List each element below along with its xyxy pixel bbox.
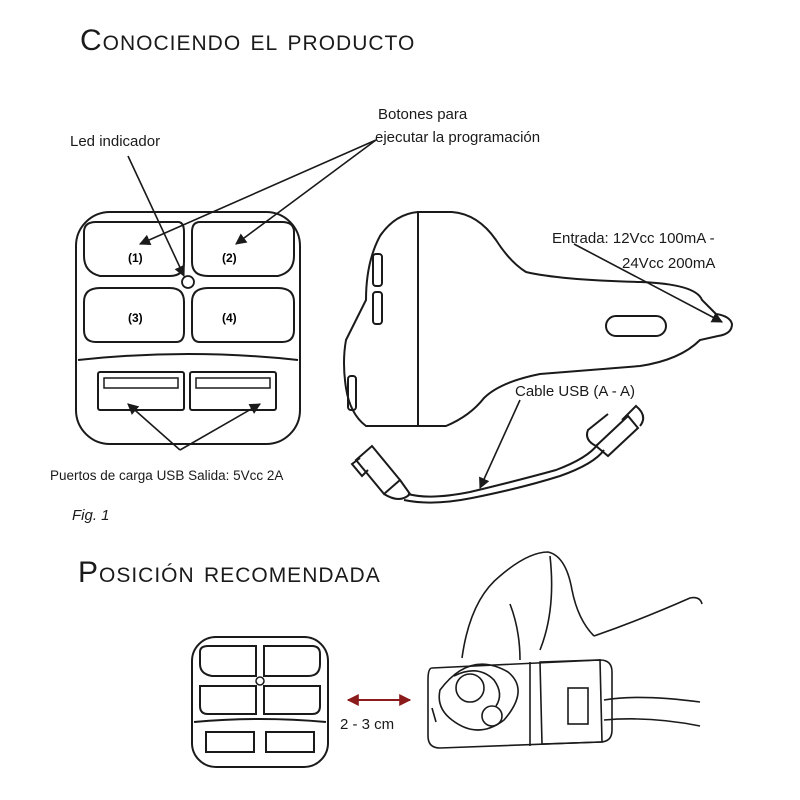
button-2-shape — [191, 221, 295, 277]
remote-body — [75, 211, 301, 445]
remote-side — [343, 211, 734, 427]
button-4-shape — [191, 287, 295, 343]
button-3-shape — [83, 287, 185, 343]
button-1-shape — [83, 221, 185, 277]
buttons-label-line1: Botones para — [378, 106, 468, 123]
led-indicator-label: Led indicador — [70, 133, 161, 150]
button-2-label: (2) — [222, 251, 237, 265]
input-label-line2: 24Vcc 200mA — [622, 255, 716, 272]
input-arrow — [573, 243, 723, 323]
port-left-arrow — [127, 403, 181, 451]
buttons-label-line2: ejecutar la programación — [375, 129, 541, 146]
usb-port-left — [97, 371, 185, 411]
remote-small — [191, 636, 329, 768]
button-2-arrow — [235, 139, 377, 245]
cable-arrow — [479, 399, 521, 490]
remote-divider — [77, 353, 299, 361]
button-4-label: (4) — [222, 311, 237, 325]
button-3-label: (3) — [128, 311, 143, 325]
usb-port-right — [189, 371, 277, 411]
section-title-position: Posición recomendada — [78, 556, 381, 589]
hand-illustration — [427, 551, 703, 749]
usb-ports-label: Puertos de carga USB Salida: 5Vcc 2A — [50, 468, 284, 483]
input-label-line1: Entrada: 12Vcc 100mA - — [552, 230, 715, 247]
figure-caption: Fig. 1 — [72, 507, 110, 524]
led-indicator — [181, 275, 195, 289]
button-1-arrow — [138, 139, 377, 246]
callout-arrows — [127, 139, 377, 451]
port-right-arrow — [179, 403, 261, 451]
remote-front — [75, 211, 301, 445]
cable-label: Cable USB (A - A) — [515, 383, 636, 400]
distance-label: 2 - 3 cm — [340, 716, 395, 733]
usb-cable — [350, 404, 645, 504]
button-1-label: (1) — [128, 251, 143, 265]
section-title-product: Conociendo el producto — [80, 24, 416, 57]
led-arrow — [127, 155, 185, 278]
